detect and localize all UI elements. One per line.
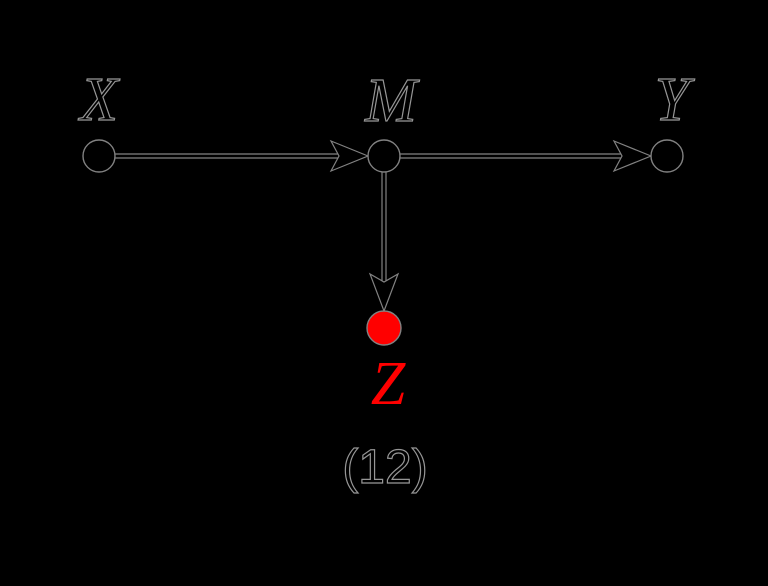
edge-m-to-z — [368, 172, 400, 313]
node-x — [82, 139, 116, 173]
node-m — [367, 139, 401, 173]
node-labels: X M Y Z — [76, 65, 695, 418]
node-label-m: M — [364, 67, 420, 135]
edges — [115, 139, 653, 313]
edge-m-to-y — [400, 139, 653, 173]
arrowhead-icon — [368, 272, 400, 313]
node-label-y: Y — [655, 66, 695, 134]
node-label-x: X — [77, 66, 120, 134]
arrowhead-icon — [329, 139, 370, 173]
arrowhead-icon — [612, 139, 653, 173]
node-label-z-highlighted: Z — [371, 350, 406, 418]
nodes — [82, 139, 684, 346]
node-z-highlighted — [366, 310, 402, 346]
edge-x-to-m — [115, 139, 370, 173]
node-y — [650, 139, 684, 173]
figure-number-caption: (12) — [342, 441, 427, 494]
